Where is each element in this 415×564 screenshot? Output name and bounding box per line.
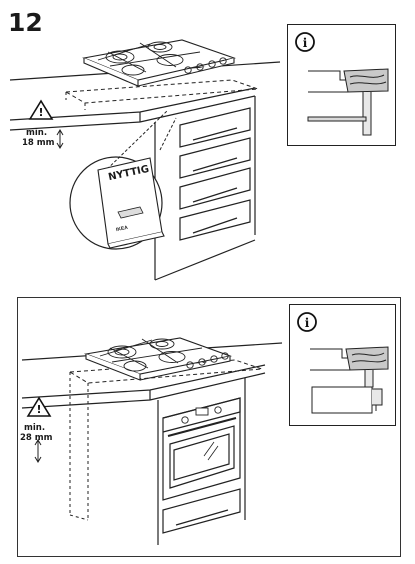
min-label-bottom: min. bbox=[24, 423, 46, 433]
svg-text:i: i bbox=[303, 36, 308, 50]
min-label: min. bbox=[26, 128, 48, 138]
detail-inset-bottom: i bbox=[289, 304, 396, 426]
svg-text:!: ! bbox=[38, 106, 43, 119]
info-icon bbox=[297, 312, 317, 332]
bottom-panel-frame bbox=[17, 297, 401, 557]
detail-inset-top: i bbox=[287, 24, 396, 146]
svg-text:i: i bbox=[305, 316, 310, 330]
step-number: 12 bbox=[8, 8, 43, 37]
svg-text:!: ! bbox=[36, 403, 41, 416]
min-distance-label-bottom: 28 mm bbox=[20, 433, 53, 443]
info-icon bbox=[295, 32, 315, 52]
warning-triangle-icon bbox=[28, 99, 54, 120]
min-distance-label: 18 mm bbox=[22, 138, 55, 148]
